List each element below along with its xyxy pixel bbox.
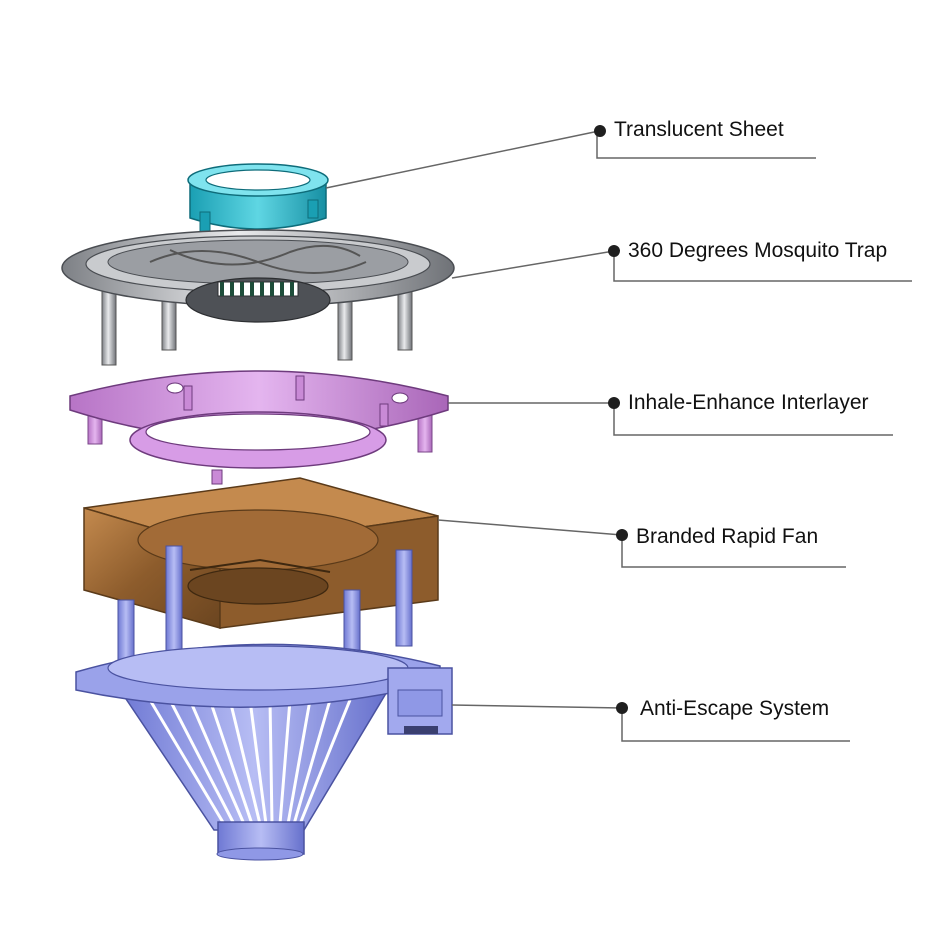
- callout-line-interlayer: [448, 402, 893, 436]
- callout-dots: [594, 125, 628, 714]
- callout-dot-anti-escape: [616, 702, 628, 714]
- anti-escape-system-part: [75, 545, 453, 861]
- callout-lines: [325, 130, 912, 742]
- translucent-sheet-part: [187, 163, 329, 233]
- callout-dot-interlayer: [608, 397, 620, 409]
- label-rapid-fan: Branded Rapid Fan: [636, 525, 819, 548]
- callout-line-translucent-sheet: [325, 130, 816, 189]
- callout-dot-fan: [616, 529, 628, 541]
- callout-line-fan: [437, 519, 846, 568]
- branded-rapid-fan-part: [83, 477, 439, 629]
- inhale-enhance-interlayer-part: [69, 370, 449, 485]
- label-anti-escape-system: Anti-Escape System: [640, 697, 830, 720]
- callout-line-anti-escape: [451, 704, 850, 742]
- callout-dot-translucent-sheet: [594, 125, 606, 137]
- callout-dot-mosquito-trap: [608, 245, 620, 257]
- mosquito-trap-part: [61, 229, 455, 366]
- label-mosquito-trap: 360 Degrees Mosquito Trap: [628, 239, 888, 262]
- label-translucent-sheet: Translucent Sheet: [614, 118, 784, 141]
- label-interlayer: Inhale-Enhance Interlayer: [628, 391, 869, 414]
- callout-line-mosquito-trap: [451, 250, 912, 282]
